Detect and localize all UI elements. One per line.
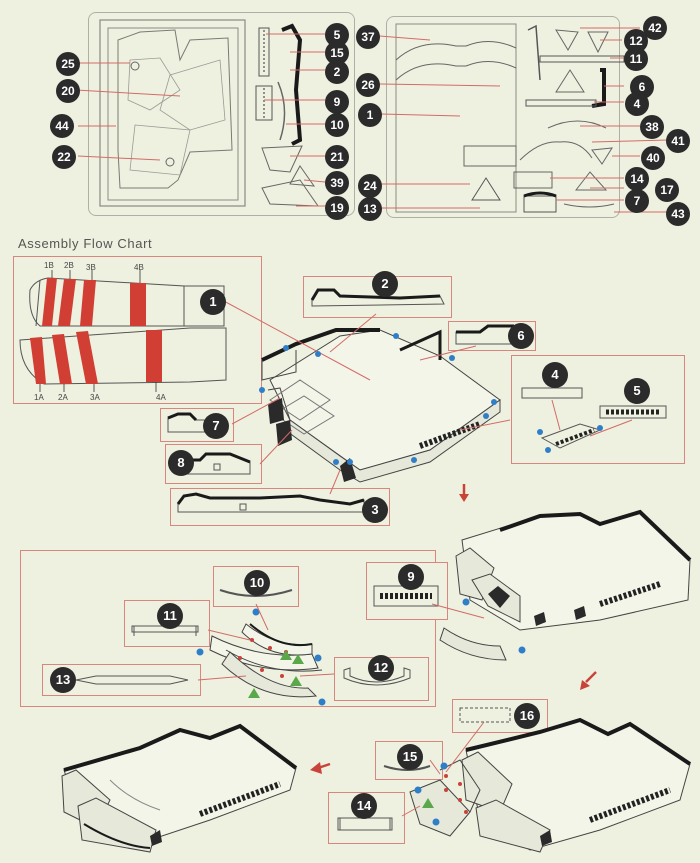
- part-number-38: 38: [640, 115, 664, 139]
- part-label-1A: 1A: [34, 393, 44, 402]
- step-7-badge: 7: [203, 413, 229, 439]
- part-number-7: 7: [625, 189, 649, 213]
- part-number-14: 14: [625, 167, 649, 191]
- step-13-badge: 13: [50, 667, 76, 693]
- part-number-25: 25: [56, 52, 80, 76]
- part-number-26: 26: [356, 73, 380, 97]
- step-2-badge: 2: [372, 271, 398, 297]
- part-number-11: 11: [624, 47, 648, 71]
- part-number-1: 1: [358, 103, 382, 127]
- part-number-19: 19: [325, 196, 349, 220]
- step-14-badge: 14: [351, 793, 377, 819]
- part-number-41: 41: [666, 129, 690, 153]
- step-9-badge: 9: [398, 564, 424, 590]
- part-number-24: 24: [358, 174, 382, 198]
- part-number-15: 15: [325, 41, 349, 65]
- step-15-badge: 15: [397, 744, 423, 770]
- step-16-badge: 16: [514, 703, 540, 729]
- part-number-17: 17: [655, 178, 679, 202]
- part-label-2A: 2A: [58, 393, 68, 402]
- part-number-20: 20: [56, 79, 80, 103]
- step-6-badge: 6: [508, 323, 534, 349]
- step-11-badge: 11: [157, 603, 183, 629]
- step-10-badge: 10: [244, 570, 270, 596]
- part-number-10: 10: [325, 113, 349, 137]
- part-label-3A: 3A: [90, 393, 100, 402]
- step-1-badge: 1: [200, 289, 226, 315]
- part-number-44: 44: [50, 114, 74, 138]
- step-4-badge: 4: [542, 362, 568, 388]
- part-number-2: 2: [325, 60, 349, 84]
- part-number-39: 39: [325, 171, 349, 195]
- part-number-37: 37: [356, 25, 380, 49]
- step-12-badge: 12: [368, 655, 394, 681]
- page-title: Assembly Flow Chart: [18, 236, 153, 251]
- part-number-40: 40: [641, 146, 665, 170]
- part-number-21: 21: [325, 145, 349, 169]
- part-label-1B: 1B: [44, 261, 54, 270]
- part-3-box: [170, 488, 390, 526]
- part-number-22: 22: [52, 145, 76, 169]
- part-number-9: 9: [325, 90, 349, 114]
- part-label-3B: 3B: [86, 263, 96, 272]
- parts-sheet-left: [88, 12, 355, 216]
- part-label-4B: 4B: [134, 263, 144, 272]
- part-label-2B: 2B: [64, 261, 74, 270]
- part-label-4A: 4A: [156, 393, 166, 402]
- step-8-badge: 8: [168, 450, 194, 476]
- part-number-13: 13: [358, 197, 382, 221]
- part-number-4: 4: [625, 92, 649, 116]
- part-number-43: 43: [666, 202, 690, 226]
- step-3-badge: 3: [362, 497, 388, 523]
- step-5-badge: 5: [624, 378, 650, 404]
